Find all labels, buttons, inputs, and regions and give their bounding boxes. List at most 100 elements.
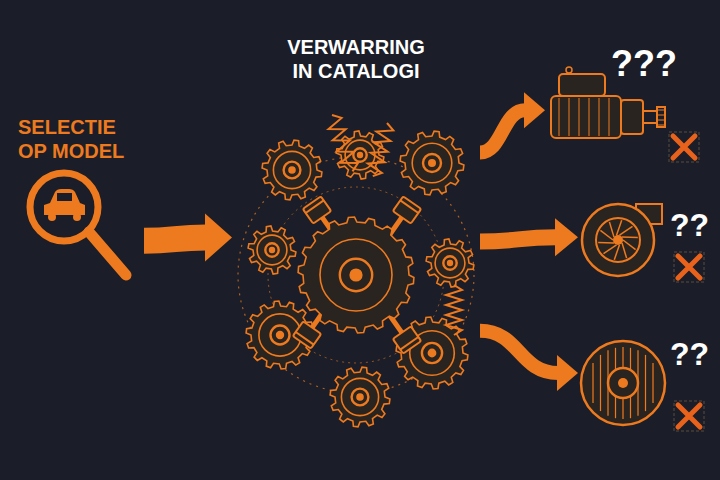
car-icon [44,189,85,215]
arrow-head [524,92,545,128]
turbine-hub [613,235,623,245]
body-rib [569,98,570,136]
cooling-fin [592,363,593,403]
starter-body [551,96,621,138]
arrow-shaft [480,110,525,152]
body-rib [579,98,580,136]
part-node: SELECTIE OP MODEL [14,115,144,300]
gear-axle [357,394,363,400]
slot-box [674,401,704,431]
solenoid [559,74,605,96]
gear-hub [284,162,301,179]
piston-crown [393,326,421,353]
gear-axle [358,153,363,158]
cooling-fin [645,355,646,411]
car-window [57,193,72,201]
gear [426,239,474,287]
pinion [657,107,665,127]
turbine-blade [609,222,614,237]
magnifier-handle [89,232,126,275]
gear-hub [271,326,290,345]
turbine-blade [604,245,617,254]
piston-crown [293,321,321,348]
part-node: ?? [578,190,715,295]
turbine-blade [620,226,633,235]
node-label: ?? [670,335,714,373]
part-node: ??? [545,40,715,170]
gear [336,131,384,179]
gear-ring [435,248,465,278]
cross-mark [678,256,700,278]
gear-teeth [262,140,322,200]
gear-ring [257,235,287,265]
gear-axle [428,349,435,356]
cooling-fin [600,355,601,411]
turbine-blade [600,230,613,240]
arrow-head [557,355,578,391]
gear-ring [412,143,452,183]
gear-axle [350,269,362,281]
body-rib [599,98,600,136]
gear-teeth [298,217,414,333]
gear-hub [423,154,441,172]
gear [400,131,464,195]
end-housing [621,100,643,134]
gear-hub [340,259,372,291]
cross-mark [678,405,700,427]
body-rib [609,98,610,136]
pinion-tooth [657,125,665,126]
gear-axle [448,261,453,266]
gear-teeth [400,131,464,195]
gear [330,367,390,427]
node-label: VERWARRING IN CATALOGI [276,35,436,83]
turbo-housing [582,204,654,276]
cooling-fin [652,363,653,403]
gear-teeth [248,226,296,274]
gear-axle [289,167,295,173]
gear-axle [277,332,284,339]
alternator-body [581,341,665,425]
turbine-blade [617,220,622,235]
block-arrow [480,92,545,152]
piston-ring [296,332,314,345]
dotted-orbit [268,187,444,363]
node-label: SELECTIE OP MODEL [18,115,138,163]
piston-crown [393,196,421,223]
piston-ring [400,337,418,350]
block-arrow [480,218,578,256]
part-node: VERWARRING IN CATALOGI [232,35,480,440]
turbo-inlet [596,218,640,262]
shaft [643,111,657,123]
part-illustration [232,35,480,440]
gear-hub [265,243,278,256]
gear-ring [341,378,378,415]
gear [298,217,414,333]
turbine-blade [614,245,619,260]
body-rib [559,98,560,136]
car-wheel [73,213,81,221]
block-arrow [144,214,232,262]
gear-axle [270,248,275,253]
gear-hub [352,389,369,406]
pulley [608,368,638,398]
block-arrow [480,331,578,391]
arrow-shaft [144,238,206,241]
cross-mark [673,136,695,158]
gear-hub [353,148,366,161]
car-wheel [48,213,56,221]
gear-ring [320,239,392,311]
spring [446,285,462,335]
arrow-head [555,218,578,256]
turbine-blade [623,240,636,250]
gear [262,140,322,200]
pulley-hub [618,378,628,388]
gear-teeth [336,131,384,179]
pinion-tooth [657,115,665,116]
gear-hub [422,343,442,363]
piston-ring [400,200,418,213]
piston-ring [306,200,324,213]
slot-box [669,132,699,162]
spring [365,121,395,178]
part-node: ?? [578,325,715,445]
